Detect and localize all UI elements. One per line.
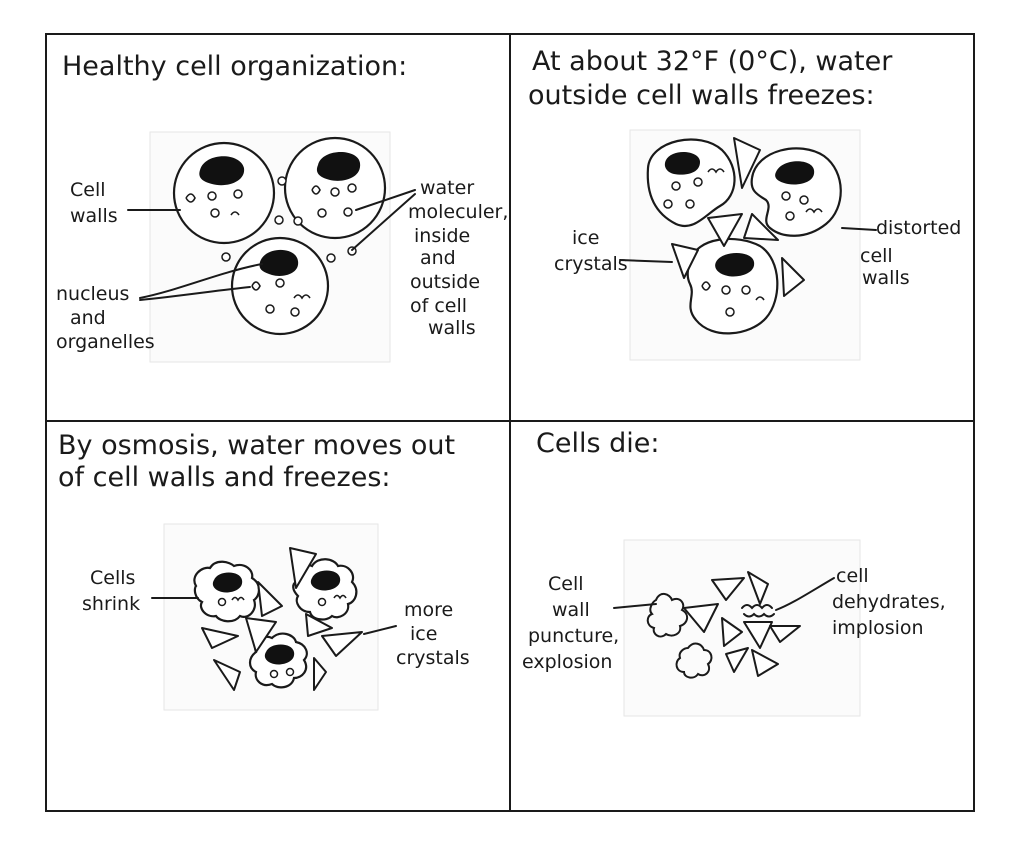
leader-cell-puncture [613,603,657,609]
label-water-molecules: water moleculer, inside and outside of c… [408,177,514,339]
label-cells-shrink: Cells shrink [82,567,141,615]
shrunk-cell-left [193,560,261,623]
leader-cell-dehydrates [775,577,835,611]
shrunk-cell-right [292,558,358,621]
panel-death-title: Cells die: [536,428,659,459]
label-cell-puncture: Cell wall puncture, explosion [522,573,625,673]
panel-osmosis-title: By osmosis, water moves out of cell wall… [58,430,464,493]
panel-death: Cells die: Cell wall puncture, explosion [522,428,952,717]
distorted-cell-bottom [686,237,779,335]
distorted-cell-right [750,147,842,237]
label-cell-dehydrates: cell dehydrates, implosion [832,565,952,639]
label-nucleus-organelles: nucleus and organelles [56,283,155,353]
panel-freezing-title: At about 32°F (0°C), water outside cell … [528,46,901,111]
paper-sheet [623,539,861,717]
label-distorted-walls: distorted cell walls [860,217,967,289]
panel-osmosis: By osmosis, water moves out of cell wall… [58,430,470,711]
distorted-cell-left [646,138,736,227]
ice-crystals-panel2 [671,137,805,297]
leader-water-inside [355,189,416,211]
imploded-cell [741,604,775,618]
ice-crystals-panel3 [201,547,363,691]
leader-water-outside [351,193,416,251]
leader-ice-crystals [619,259,673,263]
label-ice-crystals: ice crystals [554,227,628,275]
outside-water-molecules [221,176,357,263]
healthy-cell-bottom [230,236,330,336]
healthy-cell-right [283,136,387,240]
panel-healthy: Healthy cell organization: [56,51,514,363]
leader-nucleus [139,263,263,299]
panel-healthy-title: Healthy cell organization: [62,51,407,82]
panel-freezing: At about 32°F (0°C), water outside cell … [528,46,967,361]
leader-more-ice [363,625,397,635]
panel-grid [45,33,975,812]
exploded-cell-fragments [646,593,713,679]
leader-organelles [139,286,251,301]
label-cell-walls: Cell walls [70,179,118,227]
label-more-ice: more ice crystals [396,599,470,669]
shrunk-cell-bottom [248,632,308,689]
leader-distorted-walls [841,227,877,231]
ice-crystals-panel4 [683,571,801,677]
healthy-cell-left [172,141,276,245]
